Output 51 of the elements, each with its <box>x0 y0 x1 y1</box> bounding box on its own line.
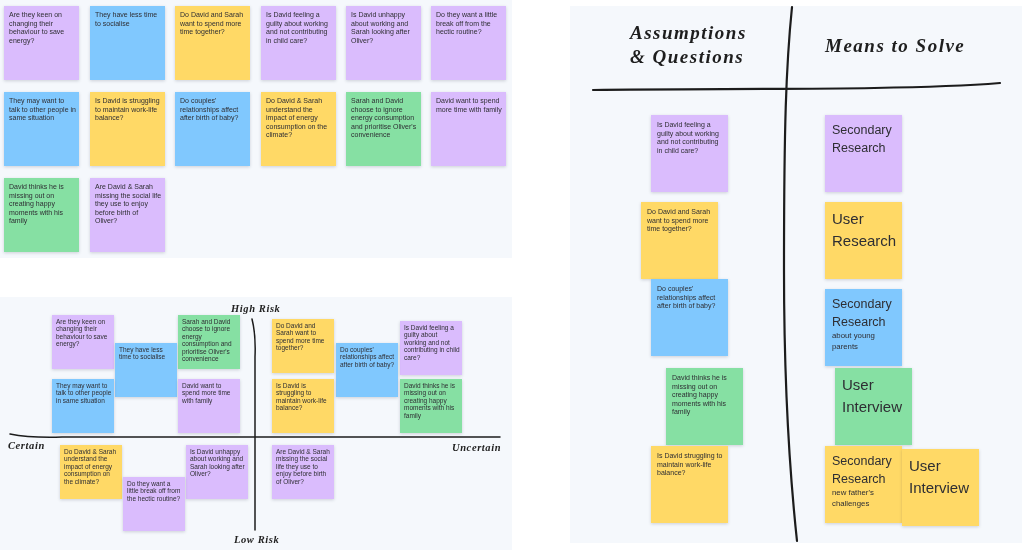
sticky-note <box>400 379 462 433</box>
sticky-note <box>825 446 902 523</box>
sticky-note <box>175 6 250 80</box>
sticky-note <box>902 449 979 526</box>
sticky-note <box>90 178 165 252</box>
sticky-note <box>346 92 421 166</box>
column-heading: Assumptions & Questions <box>630 21 748 69</box>
axis-label: High Risk <box>231 303 281 315</box>
sticky-note <box>651 279 728 356</box>
sticky-note <box>651 446 728 523</box>
note-title: User Interview <box>909 456 971 498</box>
note-title: Secondary Research <box>832 453 893 488</box>
sticky-note <box>52 379 114 433</box>
axis-label: Certain <box>8 440 45 452</box>
sticky-note <box>272 319 334 373</box>
sticky-note <box>336 343 398 397</box>
sticky-note <box>178 315 240 369</box>
sticky-note <box>178 379 240 433</box>
sticky-note <box>666 368 743 445</box>
sticky-note <box>261 6 336 80</box>
sticky-note <box>90 92 165 166</box>
sticky-note <box>4 178 79 252</box>
sticky-note <box>346 6 421 80</box>
sticky-note <box>52 315 114 369</box>
column-heading: Means to Solve <box>825 34 966 58</box>
sticky-note <box>4 92 79 166</box>
sticky-note <box>186 445 248 499</box>
note-title: User Interview <box>842 375 904 417</box>
sticky-note <box>431 92 506 166</box>
axis-label: Uncertain <box>452 442 502 454</box>
axis-label: Low Risk <box>234 534 280 546</box>
sticky-note <box>115 343 177 397</box>
sticky-note <box>651 115 728 192</box>
note-title: Secondary Research <box>832 296 893 331</box>
sticky-note <box>90 6 165 80</box>
note-title: Secondary Research <box>832 122 893 157</box>
sticky-note <box>272 445 334 499</box>
sticky-note <box>825 289 902 366</box>
sticky-note <box>4 6 79 80</box>
sticky-note <box>175 92 250 166</box>
note-title: User Research <box>832 209 898 251</box>
sticky-note <box>400 321 462 375</box>
sticky-note <box>825 202 902 279</box>
sticky-note <box>123 477 185 531</box>
sticky-note <box>431 6 506 80</box>
sticky-note <box>641 202 718 279</box>
sticky-note <box>825 115 902 192</box>
sticky-note <box>261 92 336 166</box>
sticky-note <box>835 368 912 445</box>
sticky-note <box>60 445 122 499</box>
sticky-note <box>272 379 334 433</box>
